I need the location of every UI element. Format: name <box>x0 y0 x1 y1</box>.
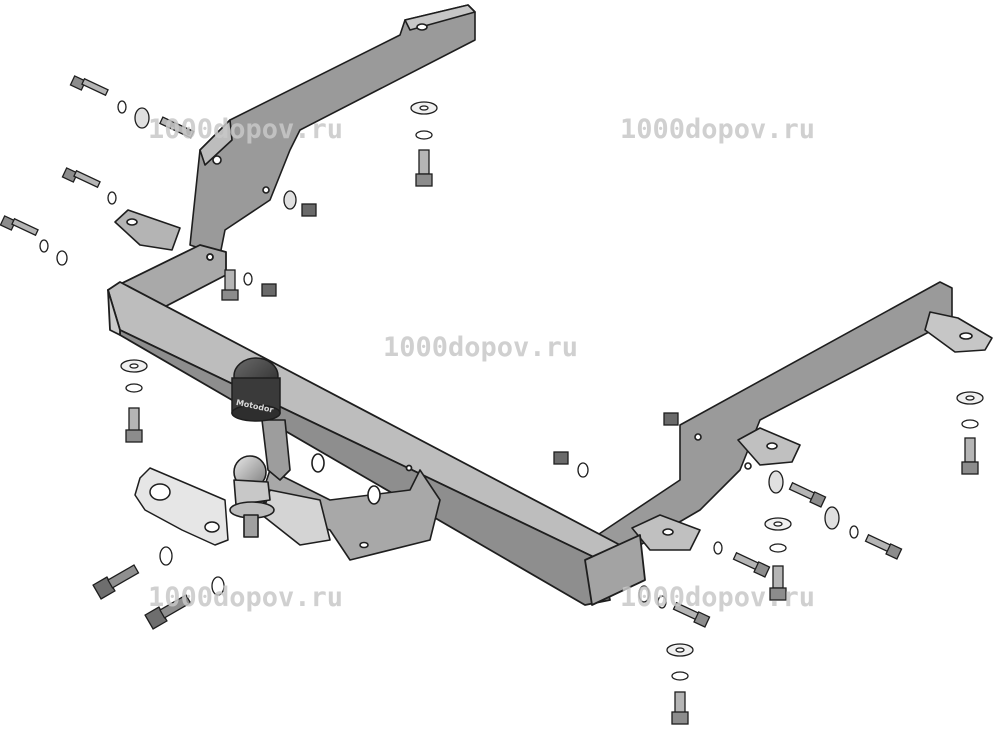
right-mounting-bracket <box>589 281 993 576</box>
vertical-bolt-stack-right <box>956 391 984 475</box>
washer <box>56 250 68 266</box>
watermark: 1000dopov.ru <box>620 582 816 613</box>
washer <box>768 470 784 494</box>
vertical-bolt-stack-top <box>410 101 438 187</box>
fastener-set-center <box>553 412 679 478</box>
washer <box>657 595 667 609</box>
fastener-set-left <box>0 75 317 301</box>
washer <box>243 272 253 286</box>
fastener-set-lower-left <box>92 546 225 630</box>
socket-plate <box>134 467 229 546</box>
watermark: 1000dopov.ru <box>620 114 816 145</box>
washer <box>211 576 225 596</box>
bolt <box>159 116 195 139</box>
fastener-set-right <box>638 470 903 628</box>
bolt <box>69 75 109 97</box>
washer <box>107 191 117 205</box>
nut <box>301 203 317 217</box>
vertical-bolt-stack-center-right <box>764 517 792 601</box>
bolt <box>864 533 903 560</box>
washer <box>577 462 589 478</box>
washer <box>713 541 723 555</box>
bolt <box>144 594 192 630</box>
washer <box>39 239 49 253</box>
bolt <box>672 601 711 628</box>
bolt <box>61 167 101 189</box>
watermark: 1000dopov.ru <box>148 582 344 613</box>
washer <box>159 546 173 566</box>
vertical-bolt-stack-left <box>120 359 148 443</box>
washer <box>824 506 840 530</box>
bolt <box>92 564 140 600</box>
nut <box>261 283 277 297</box>
washer <box>134 107 150 129</box>
washer <box>283 190 297 210</box>
watermark: 1000dopov.ru <box>148 114 344 145</box>
bolt <box>788 481 827 508</box>
bolt <box>732 551 771 578</box>
watermark: 1000dopov.ru <box>383 332 579 363</box>
nut <box>663 412 679 426</box>
washer <box>638 585 650 603</box>
washer <box>849 525 859 539</box>
ball-cap: Motodor <box>231 357 281 422</box>
nut <box>553 451 569 465</box>
washer <box>117 100 127 114</box>
vertical-bolt-stack-bottom <box>666 643 694 725</box>
tow-ball-mount <box>229 419 441 561</box>
vertical-bolt <box>221 269 239 301</box>
left-mounting-bracket <box>114 4 476 256</box>
bolt <box>0 215 39 237</box>
